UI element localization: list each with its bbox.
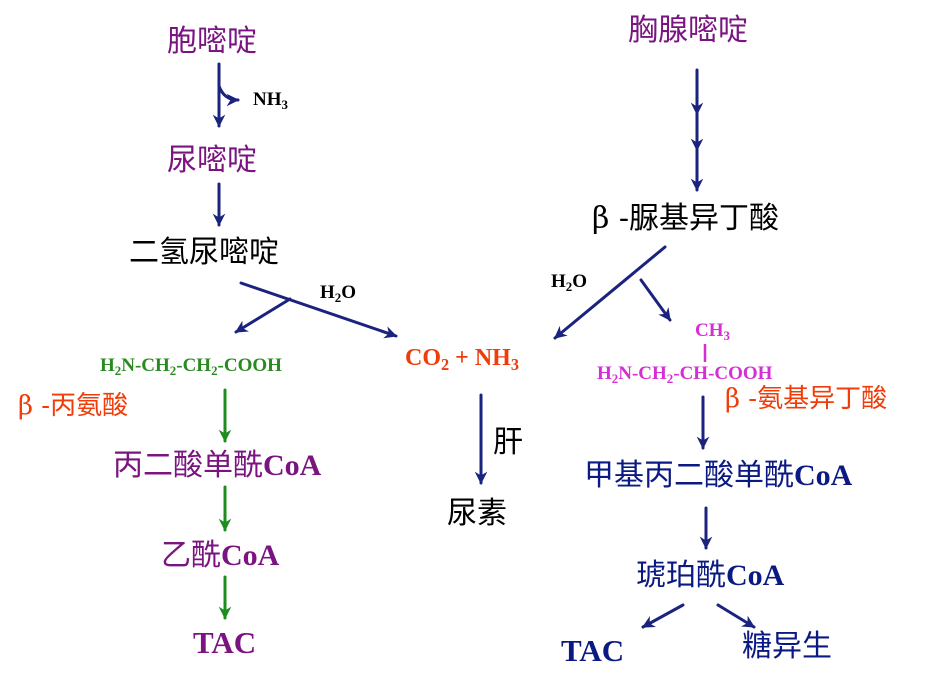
formula-sub-3: 2 [211, 362, 218, 378]
ch3-subscript: 3 [723, 327, 730, 343]
acetyl-text: 乙酰 [161, 538, 221, 573]
arrow-ureido-aminoisobutyrate [639, 278, 672, 322]
arrow-dihydrouracil-co2 [239, 281, 398, 339]
co2-subscript: 2 [441, 354, 450, 374]
tac-label-left: TAC [193, 625, 257, 660]
succinyl-coa-label: 琥珀酰CoA [636, 561, 784, 591]
malonyl-text: 丙二酸单酰 [113, 448, 263, 483]
uracil-label: 尿嘧啶 [167, 143, 257, 178]
beta-aminoisobutyrate-label: β -氨基异丁酸 [725, 384, 888, 414]
methylmalonyl-text: 甲基丙二酸单酰 [584, 458, 794, 493]
beta-alanine-formula: H2N-CH2-CH2-COOH [100, 356, 282, 378]
h2o-h-right: H [551, 271, 566, 292]
h2o-o-right: O [572, 271, 588, 292]
gluconeogenesis-label: 糖异生 [742, 629, 832, 664]
nh3-text: NH [253, 89, 282, 110]
arrow-ureido-co2 [553, 245, 667, 340]
formula-nch: N-CH [121, 355, 170, 376]
methylmalonyl-coa-label: 甲基丙二酸单酰CoA [584, 461, 852, 491]
h2o-h: H [320, 282, 335, 303]
formula-ch: -CH [176, 355, 212, 376]
rformula-sub-2: 2 [666, 370, 674, 386]
h2o-label-left: H2O [320, 283, 356, 305]
beta-alanine-label: β -丙氨酸 [18, 391, 129, 421]
methylmalonyl-coa-text: CoA [794, 459, 853, 492]
tac-label-right: TAC [561, 633, 625, 668]
succinyl-text: 琥珀酰 [636, 558, 726, 593]
h2o-label-right: H2O [551, 272, 587, 294]
ch3-label: CH3 [695, 321, 730, 343]
cytosine-label: 胞嘧啶 [167, 24, 257, 59]
rformula-h: H [597, 363, 612, 384]
malonyl-coa-label: 丙二酸单酰CoA [113, 451, 321, 481]
co2-nh3-label: CO2 + NH3 [405, 346, 519, 373]
formula-sub-1: 2 [114, 362, 122, 378]
formula-sub-2: 2 [169, 362, 177, 378]
thymine-label: 胸腺嘧啶 [628, 13, 748, 48]
arrow-nh3-branch [217, 84, 240, 107]
acetyl-coa-label: 乙酰CoA [161, 541, 279, 571]
ch3-text: CH [695, 320, 724, 341]
h2o-o: O [341, 282, 357, 303]
rformula-sub-1: 2 [611, 370, 619, 386]
formula-cooh: -COOH [217, 355, 282, 376]
arrow-succinyl-tac [641, 603, 685, 629]
nh3-subscript-center: 3 [510, 354, 519, 374]
urea-label: 尿素 [447, 496, 507, 531]
aminoisobutyrate-formula: H2N-CH2-CH-COOH [597, 364, 772, 386]
acetyl-coa-text: CoA [221, 539, 280, 572]
h2o-subscript-right: 2 [565, 278, 573, 294]
liver-label: 肝 [493, 425, 523, 460]
co2-text: CO [405, 345, 441, 371]
rformula-nch: N-CH [618, 363, 667, 384]
plus-nh3-text: + NH [449, 345, 511, 371]
arrow-succinyl-gluconeogenesis [716, 603, 756, 629]
rformula-chcooh: -CH-COOH [673, 363, 773, 384]
malonyl-coa-text: CoA [263, 449, 322, 482]
arrow-dihydrouracil-alanine [234, 297, 292, 334]
h2o-subscript: 2 [334, 289, 342, 305]
formula-h: H [100, 355, 115, 376]
dihydrouracil-label: 二氢尿嘧啶 [129, 235, 279, 270]
succinyl-coa-text: CoA [726, 559, 785, 592]
nh3-release-label: NH3 [253, 90, 288, 112]
ureidoisobutyrate-label: β -脲基异丁酸 [592, 201, 780, 236]
nh3-subscript: 3 [281, 96, 288, 112]
